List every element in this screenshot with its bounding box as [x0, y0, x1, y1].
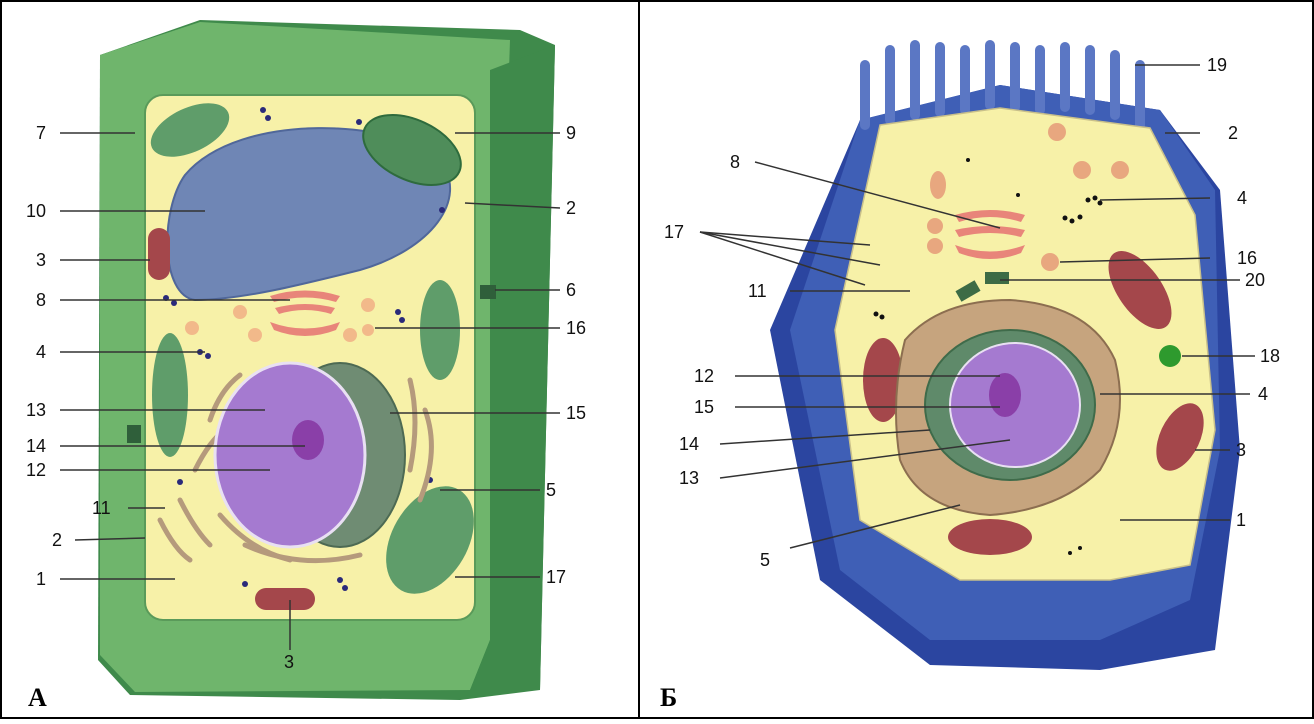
plasmodesma — [480, 285, 496, 299]
plasmodesma — [127, 425, 141, 443]
panel-letter-b: Б — [660, 683, 677, 713]
mitochondrion — [255, 588, 315, 610]
label-a-16: 16 — [566, 318, 586, 338]
label-a-2: 2 — [52, 530, 62, 550]
label-a-9: 9 — [566, 123, 576, 143]
label-a-14: 14 — [26, 436, 46, 456]
animal-cell — [770, 40, 1240, 670]
mitochondrion — [148, 228, 170, 280]
label-a-15: 15 — [566, 403, 586, 423]
mitochondrion — [948, 519, 1032, 555]
label-a-7: 7 — [36, 123, 46, 143]
label-b-16: 16 — [1237, 248, 1257, 268]
centriole — [985, 272, 1009, 284]
lysosome — [1159, 345, 1181, 367]
label-b-19: 19 — [1207, 55, 1227, 75]
label-b-18: 18 — [1260, 346, 1280, 366]
label-a-11: 11 — [92, 498, 111, 518]
label-a-17: 17 — [546, 567, 566, 587]
nucleus — [215, 363, 365, 547]
nucleolus — [292, 420, 324, 460]
plant-cell — [98, 20, 555, 700]
chloroplast — [420, 280, 460, 380]
label-a-5: 5 — [546, 480, 556, 500]
label-b-1: 1 — [1236, 510, 1246, 530]
panel-letter-a: А — [28, 683, 47, 713]
label-b-4-lower: 4 — [1258, 384, 1268, 404]
label-a-1: 1 — [36, 569, 46, 589]
label-b-8: 8 — [730, 152, 740, 172]
label-b-4: 4 — [1237, 188, 1247, 208]
label-b-15: 15 — [694, 397, 714, 417]
label-a-8: 8 — [36, 290, 46, 310]
label-b-2: 2 — [1228, 123, 1238, 143]
label-b-11: 11 — [748, 281, 767, 301]
label-a-2-right: 2 — [566, 198, 576, 218]
label-b-12: 12 — [694, 366, 714, 386]
label-b-17: 17 — [664, 222, 684, 242]
label-a-12: 12 — [26, 460, 46, 480]
label-b-13: 13 — [679, 468, 699, 488]
nucleolus — [989, 373, 1021, 417]
label-a-10: 10 — [26, 201, 46, 221]
label-b-3: 3 — [1236, 440, 1246, 460]
label-a-13: 13 — [26, 400, 46, 420]
label-b-20: 20 — [1245, 270, 1265, 290]
label-b-5: 5 — [760, 550, 770, 570]
label-a-6: 6 — [566, 280, 576, 300]
label-a-3: 3 — [36, 250, 46, 270]
label-b-14: 14 — [679, 434, 699, 454]
label-a-4: 4 — [36, 342, 46, 362]
label-a-3-bottom: 3 — [284, 652, 294, 672]
